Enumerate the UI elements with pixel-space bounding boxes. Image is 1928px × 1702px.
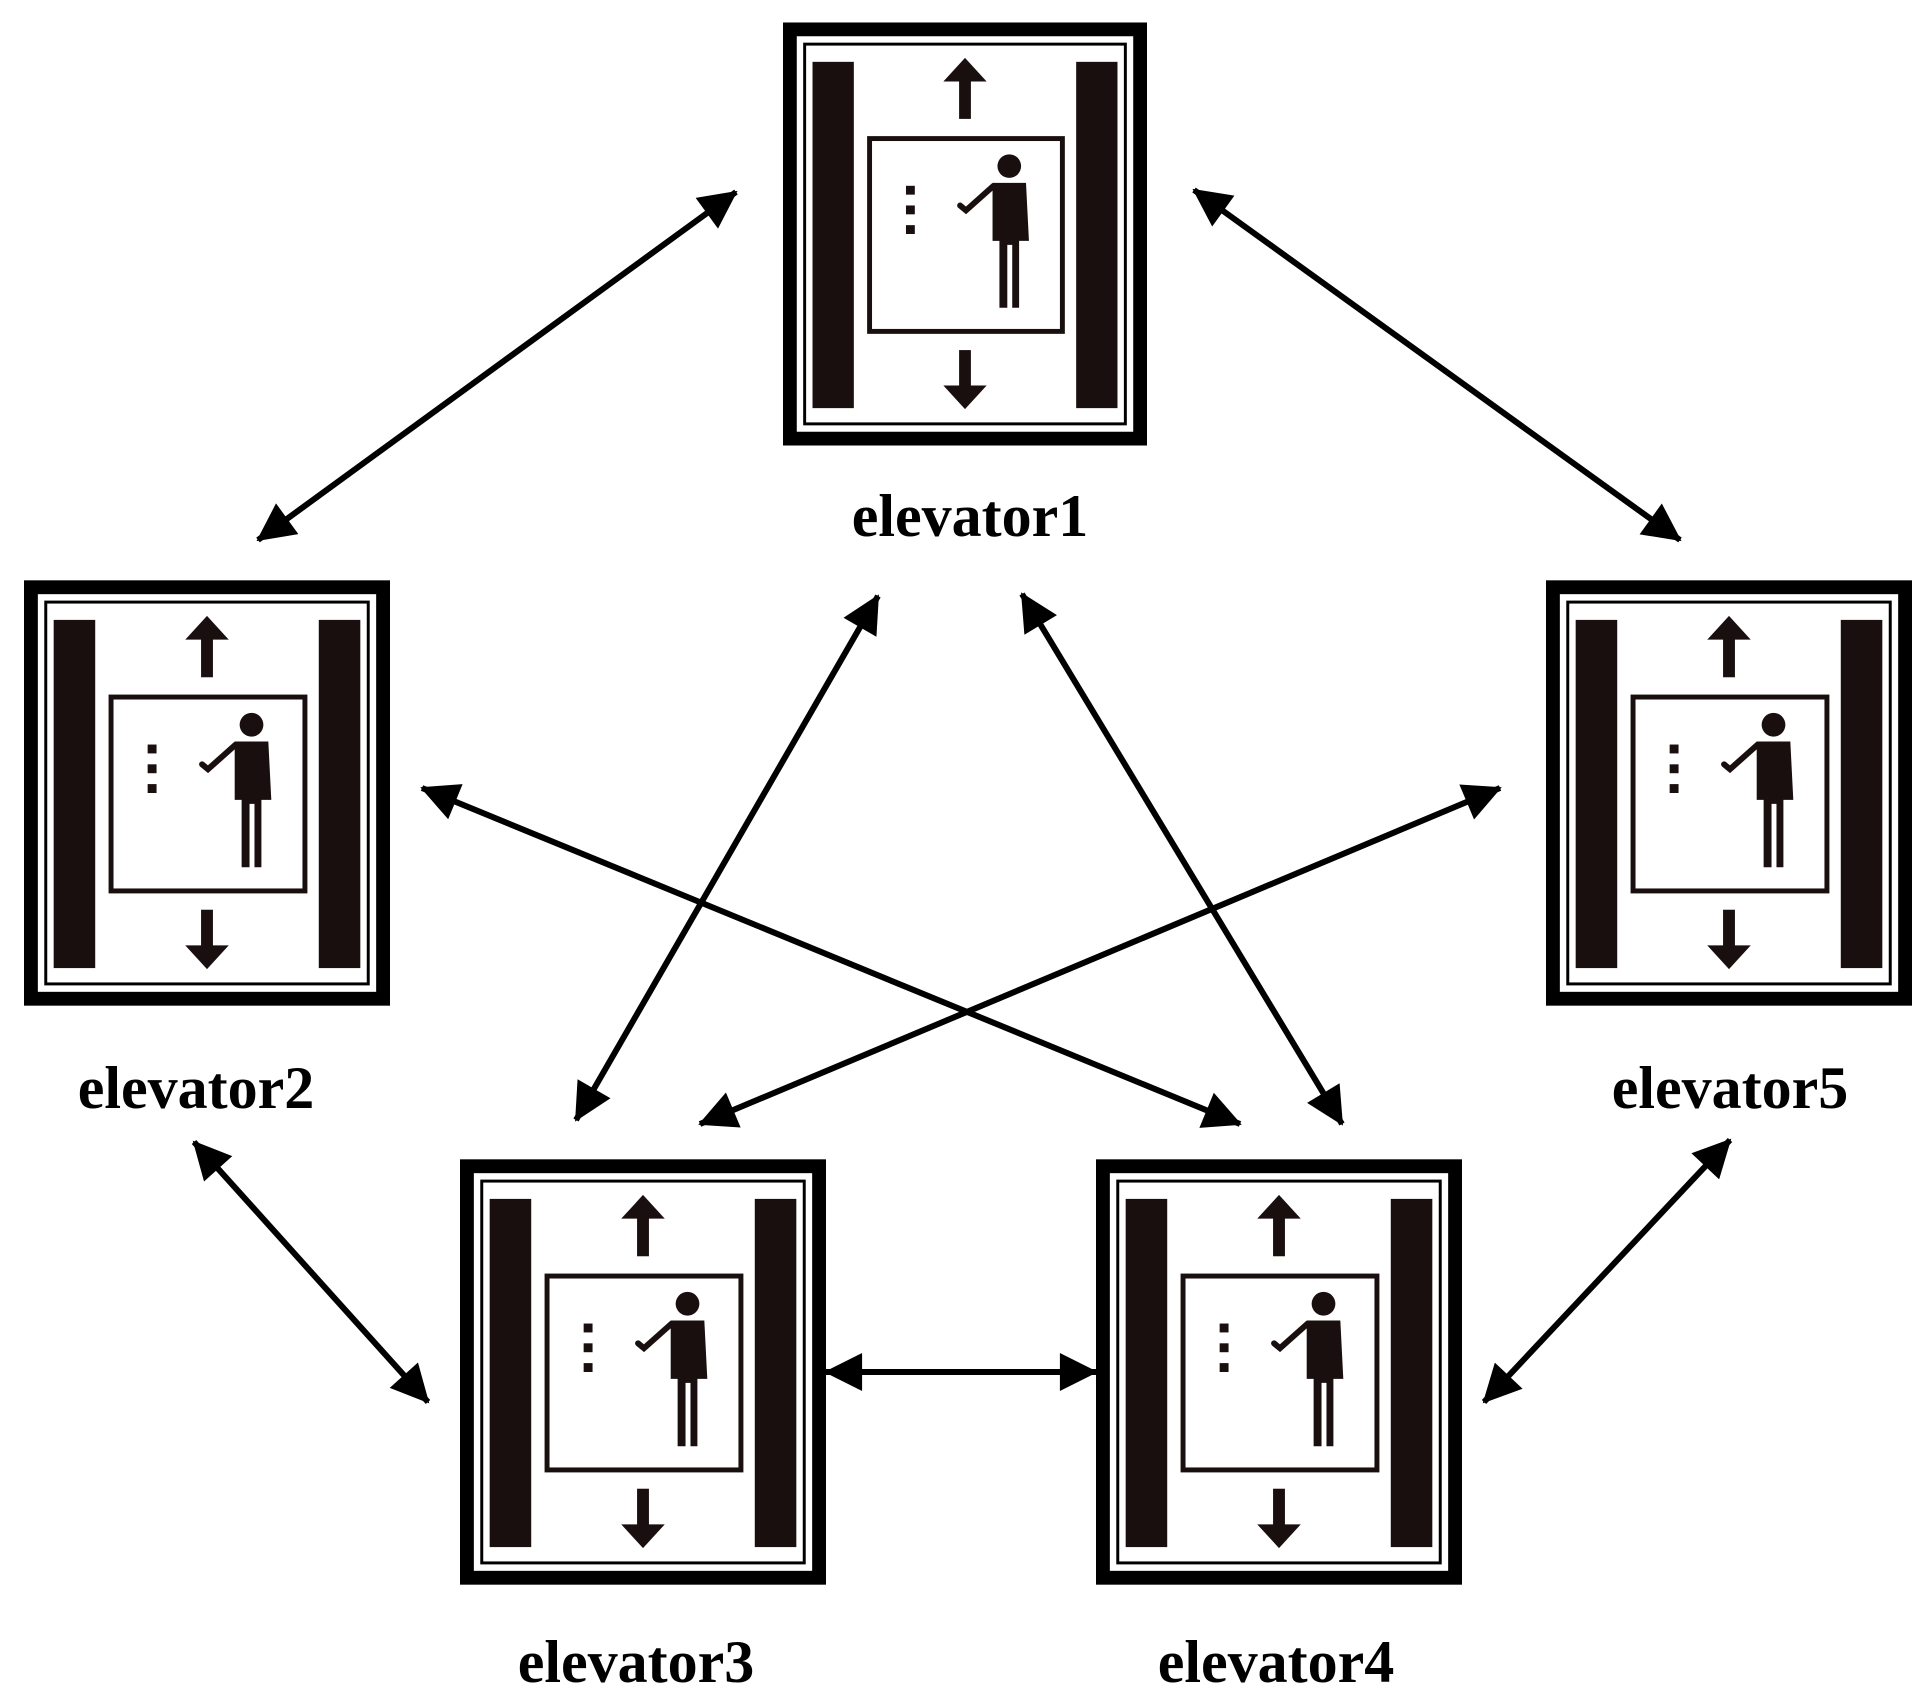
elevator-icon	[1096, 1159, 1462, 1584]
elevator-label: elevator1	[852, 483, 1089, 549]
elevator-node-e2: elevator2	[24, 580, 390, 1121]
edge-e2-e4	[420, 784, 1242, 1128]
elevator-node-e4: elevator4	[1096, 1159, 1462, 1695]
edge-e2-e3	[191, 1139, 431, 1405]
elevator-node-e1: elevator1	[783, 22, 1147, 549]
edge-e5-e3	[698, 784, 1502, 1128]
elevator-label: elevator4	[1158, 1629, 1395, 1695]
edge-e1-e5	[1192, 187, 1682, 543]
edge-e1-e2	[256, 189, 738, 543]
edge-e5-e4	[1481, 1137, 1733, 1405]
elevator-label: elevator3	[518, 1629, 755, 1695]
elevator-icon	[24, 580, 390, 1005]
connections	[191, 187, 1733, 1405]
elevator-label: elevator5	[1612, 1055, 1849, 1121]
elevator-icon	[460, 1159, 826, 1584]
elevator-node-e3: elevator3	[460, 1159, 826, 1695]
edge-e1-e3	[573, 594, 881, 1122]
elevator-node-e5: elevator5	[1546, 580, 1912, 1121]
elevator-icon	[783, 22, 1147, 445]
elevator-label: elevator2	[78, 1055, 315, 1121]
elevator-icon	[1546, 580, 1912, 1005]
edge-e1-e4	[1019, 592, 1345, 1126]
